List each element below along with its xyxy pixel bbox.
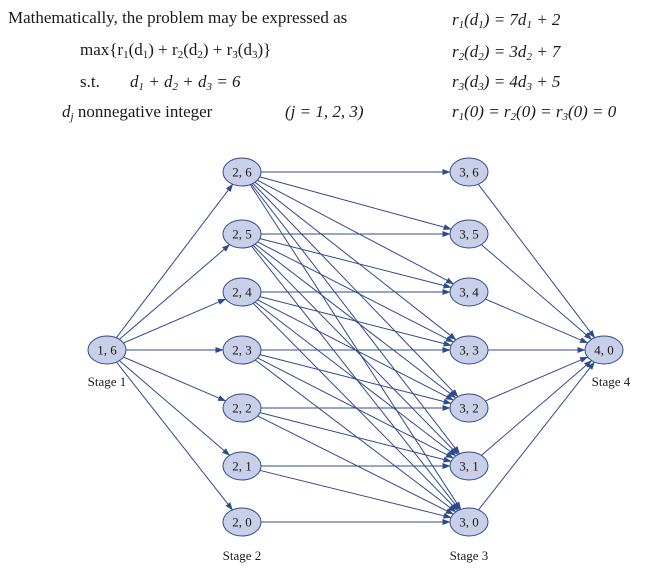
domain-variable: dj [62, 102, 74, 123]
edge-s1-to-s2_6 [115, 183, 234, 339]
node-label: 2, 3 [232, 343, 252, 358]
return-function-3: r3(d3) = 4d3 + 5 [452, 72, 561, 93]
edge-s2_5-to-s3_0 [251, 245, 460, 511]
edge-s2_4-to-s3_3 [259, 296, 452, 347]
node-ellipse [222, 219, 262, 249]
node-label: 1, 6 [97, 343, 117, 358]
edge-s3_5-to-s4 [481, 244, 593, 340]
node-s3_6: 3, 6 [449, 157, 489, 187]
node-label: 2, 1 [232, 459, 252, 474]
node-ellipse [584, 335, 624, 365]
node-s2_1: 2, 1 [222, 451, 262, 481]
node-s2_2: 2, 2 [222, 393, 262, 423]
node-s3_0: 3, 0 [449, 507, 489, 537]
domain-line: dj nonnegative integer [62, 102, 213, 123]
return-function-2: r2(d2) = 3d2 + 7 [452, 42, 561, 63]
edge-s1-to-s2_5 [119, 244, 231, 340]
node-s2_4: 2, 4 [222, 277, 262, 307]
node-label: 2, 0 [232, 515, 252, 530]
node-s2_5: 2, 5 [222, 219, 262, 249]
constraint-expression: d1 + d2 + d3 = 6 [130, 72, 241, 93]
node-ellipse [222, 393, 262, 423]
objective-text: max{r1(d1) + r2(d2) + r3(d3)} [80, 40, 272, 61]
node-label: 2, 6 [232, 165, 252, 180]
node-ellipse [222, 335, 262, 365]
domain-text: nonnegative integer [73, 102, 213, 121]
stage-label-1: Stage 1 [88, 374, 127, 389]
st-label: s.t. [80, 72, 100, 91]
node-s3_2: 3, 2 [449, 393, 489, 423]
edge-s2_6-to-s3_5 [259, 176, 452, 231]
index-set: (j = 1, 2, 3) [285, 102, 364, 121]
node-s1: 1, 6 [87, 335, 127, 365]
edge-s3_4-to-s4 [485, 298, 589, 344]
edge-s3_6-to-s4 [477, 183, 596, 339]
edge-group [115, 169, 596, 525]
edge-s2_6-to-s3_3 [254, 181, 457, 341]
return-zero-condition: r1(0) = r2(0) = r3(0) = 0 [452, 102, 617, 123]
node-ellipse [222, 507, 262, 537]
node-ellipse [449, 219, 489, 249]
node-s2_3: 2, 3 [222, 335, 262, 365]
node-ellipse [449, 335, 489, 365]
node-label: 4, 0 [594, 343, 614, 358]
stage-label-2: Stage 2 [223, 548, 262, 563]
edge-s2_6-to-s3_4 [257, 179, 455, 285]
stage-label-4: Stage 4 [592, 374, 631, 389]
edge-s2_2-to-s3_0 [257, 415, 454, 515]
node-ellipse [222, 277, 262, 307]
node-label: 2, 2 [232, 401, 252, 416]
node-label: 2, 4 [232, 285, 252, 300]
edge-s1-to-s2_1 [119, 360, 231, 456]
edge-s2_5-to-s3_4 [259, 238, 452, 289]
node-ellipse [87, 335, 127, 365]
node-label: 3, 1 [459, 459, 479, 474]
node-s3_5: 3, 5 [449, 219, 489, 249]
node-s2_0: 2, 0 [222, 507, 262, 537]
node-label: 3, 6 [459, 165, 479, 180]
edge-s3_0-to-s4 [478, 361, 595, 511]
edge-s1-to-s2_2 [123, 356, 227, 402]
stage-label-3: Stage 3 [450, 548, 489, 563]
node-label: 3, 0 [459, 515, 479, 530]
edge-s3_2-to-s4 [485, 356, 589, 402]
node-label: 3, 2 [459, 401, 479, 416]
node-ellipse [449, 277, 489, 307]
node-ellipse [449, 157, 489, 187]
node-label: 3, 5 [459, 227, 479, 242]
edge-s2_2-to-s3_1 [259, 412, 452, 463]
intro-text: Mathematically, the problem may be expre… [8, 8, 348, 27]
node-ellipse [449, 393, 489, 423]
edge-s2_3-to-s3_2 [259, 354, 452, 405]
edge-s2_3-to-s3_0 [254, 359, 457, 513]
node-ellipse [449, 507, 489, 537]
node-s3_3: 3, 3 [449, 335, 489, 365]
edge-s2_1-to-s3_0 [259, 469, 452, 519]
node-ellipse [449, 451, 489, 481]
edge-s1-to-s2_4 [123, 298, 227, 344]
edge-s3_1-to-s4 [481, 360, 593, 456]
node-ellipse [222, 157, 262, 187]
edge-s2_6-to-s3_2 [252, 183, 459, 397]
node-ellipse [222, 451, 262, 481]
node-label: 3, 3 [459, 343, 479, 358]
edge-s2_6-to-s3_1 [250, 183, 461, 455]
node-s3_4: 3, 4 [449, 277, 489, 307]
node-label: 3, 4 [459, 285, 479, 300]
node-label: 2, 5 [232, 227, 252, 242]
edge-s2_4-to-s3_0 [252, 302, 459, 512]
node-s2_6: 2, 6 [222, 157, 262, 187]
node-s3_1: 3, 1 [449, 451, 489, 481]
edge-s2_6-to-s3_0 [249, 184, 462, 510]
return-function-1: r1(d1) = 7d1 + 2 [452, 10, 561, 31]
stage-label-group: Stage 1 Stage 2 Stage 3 Stage 4 [88, 374, 631, 563]
objective-expression: max{r1(d1) + r2(d2) + r3(d3)} [80, 40, 272, 61]
node-group: 1, 6 2, 6 2, 5 2, 4 2, 3 2, 2 2, 1 2, 0 3, 6 3, 5… [87, 157, 624, 537]
edge-s1-to-s2_0 [116, 361, 233, 511]
node-s4: 4, 0 [584, 335, 624, 365]
